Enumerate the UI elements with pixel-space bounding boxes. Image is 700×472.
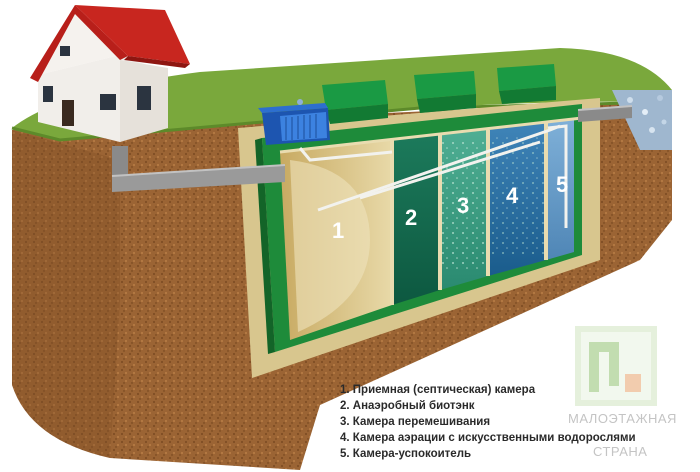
attic-window-icon [60,46,70,56]
legend-item: 1. Приемная (септическая) камера [340,384,536,396]
chamber-4-label: 4 [506,183,519,208]
chamber-2-label: 2 [405,205,417,230]
inlet-pipe [111,146,286,192]
internal-pipes [298,124,568,228]
logo-mark-icon [575,326,657,406]
window-icon [100,94,116,110]
legend-item: 2. Анаэробный биотэнк [340,400,475,412]
legend: 1. Приемная (септическая) камера 2. Анаэ… [340,382,636,462]
logo-wordmark-line2: СТРАНА [593,444,648,459]
house [30,5,190,142]
logo-wordmark-line1: МАЛОЭТАЖНАЯ [568,411,677,426]
window-icon [137,86,151,110]
legend-item: 4. Камера аэрации с искусственными водор… [340,432,636,444]
tank-chambers [279,116,583,340]
chamber-labels: 1 2 3 4 5 [332,172,568,243]
chamber-3-label: 3 [457,193,469,218]
legend-item: 5. Камера-успокоитель [340,448,472,460]
compressor-box [258,99,330,145]
window-icon [43,86,53,102]
outlet-pipe [577,105,633,122]
chamber-1-label: 1 [332,218,344,243]
door-icon [62,100,74,126]
chamber-5-label: 5 [556,172,568,197]
drainage-gravel [612,90,672,150]
legend-item: 3. Камера перемешивания [340,416,491,428]
top-hatches [322,64,556,124]
